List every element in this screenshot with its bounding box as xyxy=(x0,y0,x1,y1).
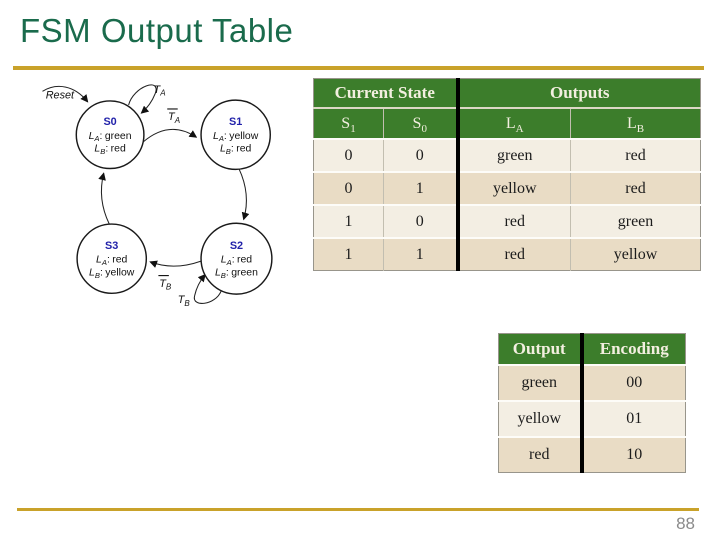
state-s3-la: LA:red xyxy=(96,255,128,267)
state-s1-la: LA:yellow xyxy=(213,131,259,143)
table-cell: green xyxy=(455,139,571,172)
table-cell: 1 xyxy=(383,238,458,271)
table-cell: 1 xyxy=(383,172,458,205)
table-cell: 01 xyxy=(579,401,686,437)
state-s1-name: S1 xyxy=(229,116,242,128)
table-header-row: Output Encoding xyxy=(498,333,686,365)
s2-self-loop-arrow xyxy=(194,273,222,304)
table-cell: 0 xyxy=(383,139,458,172)
table-row: red 10 xyxy=(498,437,686,473)
table-cell: 1 xyxy=(344,212,353,230)
col-header-lb: LB xyxy=(570,107,701,139)
col-header-s1: S1 xyxy=(313,107,384,139)
state-s2-la: LA:red xyxy=(221,255,253,267)
table-cell: red xyxy=(570,172,701,205)
table-cell: 10 xyxy=(579,437,686,473)
state-s0-la: LA:green xyxy=(89,131,132,143)
page-title: FSM Output Table xyxy=(20,12,294,49)
col-header-s0: S0 xyxy=(383,107,458,139)
reset-label: Reset xyxy=(46,90,75,102)
current-state-header: Current State xyxy=(313,78,458,108)
state-s0-circle xyxy=(75,100,145,170)
title-underline xyxy=(13,66,704,70)
table-cell: yellow xyxy=(570,238,701,271)
table-cell: red xyxy=(529,446,550,463)
table-subheader-row: S1 S0 LA LB xyxy=(313,107,701,139)
table-cell: red xyxy=(455,238,571,271)
encoding-col-header: Encoding xyxy=(579,333,686,365)
table-cell: 0 xyxy=(344,179,353,197)
col-header-la: LA xyxy=(455,107,571,139)
state-s1-lb: LB:red xyxy=(220,144,252,156)
outputs-header: Outputs xyxy=(455,78,701,108)
table-cell: 0 xyxy=(383,205,458,238)
state-s2-circle xyxy=(200,222,273,295)
table-cell: yellow xyxy=(517,410,562,427)
table-cell: yellow xyxy=(455,172,571,205)
output-col-header: Output xyxy=(498,333,582,365)
s3-to-s0-arrow xyxy=(98,172,110,225)
state-s2-name: S2 xyxy=(230,240,243,252)
state-s0-lb: LB:red xyxy=(94,144,126,156)
state-s1-circle xyxy=(200,99,271,171)
table-cell: green xyxy=(521,374,558,391)
table-cell: 0 xyxy=(344,146,353,164)
table-cell: red xyxy=(455,205,571,238)
table-cell: red xyxy=(570,139,701,172)
state-s3-name: S3 xyxy=(105,240,118,252)
ta-self-loop-label: TA xyxy=(154,84,166,98)
state-s2-lb: LB:green xyxy=(215,268,258,280)
table-group-header-row: Current State Outputs xyxy=(313,78,701,108)
footer-rule xyxy=(17,508,699,511)
s2-to-s3-arrow xyxy=(149,260,202,268)
ta-not-label: TA xyxy=(168,111,180,125)
page-number: 88 xyxy=(676,514,695,533)
s0-self-loop-arrow xyxy=(128,84,157,114)
fsm-state-diagram: S0 LA:green LB:red S1 LA:yellow LB:red S… xyxy=(42,84,273,308)
tb-self-loop-label: TB xyxy=(178,294,191,308)
table-cell: 00 xyxy=(579,365,686,401)
tb-not-label: TB xyxy=(159,278,172,292)
state-s3-lb: LB:yellow xyxy=(89,268,135,280)
output-encoding-table-body: green 00 yellow 01 red 10 xyxy=(498,365,686,473)
table-cell: 1 xyxy=(344,245,353,263)
output-encoding-table: Output Encoding green 00 yellow 01 red 10 xyxy=(498,333,686,473)
s1-to-s2-arrow xyxy=(238,168,250,221)
s0-to-s1-arrow xyxy=(142,128,198,143)
table-row: yellow 01 xyxy=(498,401,686,437)
table-row: green 00 xyxy=(498,365,686,401)
reset-arrow xyxy=(42,85,89,103)
table-cell: green xyxy=(570,205,701,238)
state-s0-name: S0 xyxy=(103,116,116,128)
state-s3-circle xyxy=(76,223,148,295)
